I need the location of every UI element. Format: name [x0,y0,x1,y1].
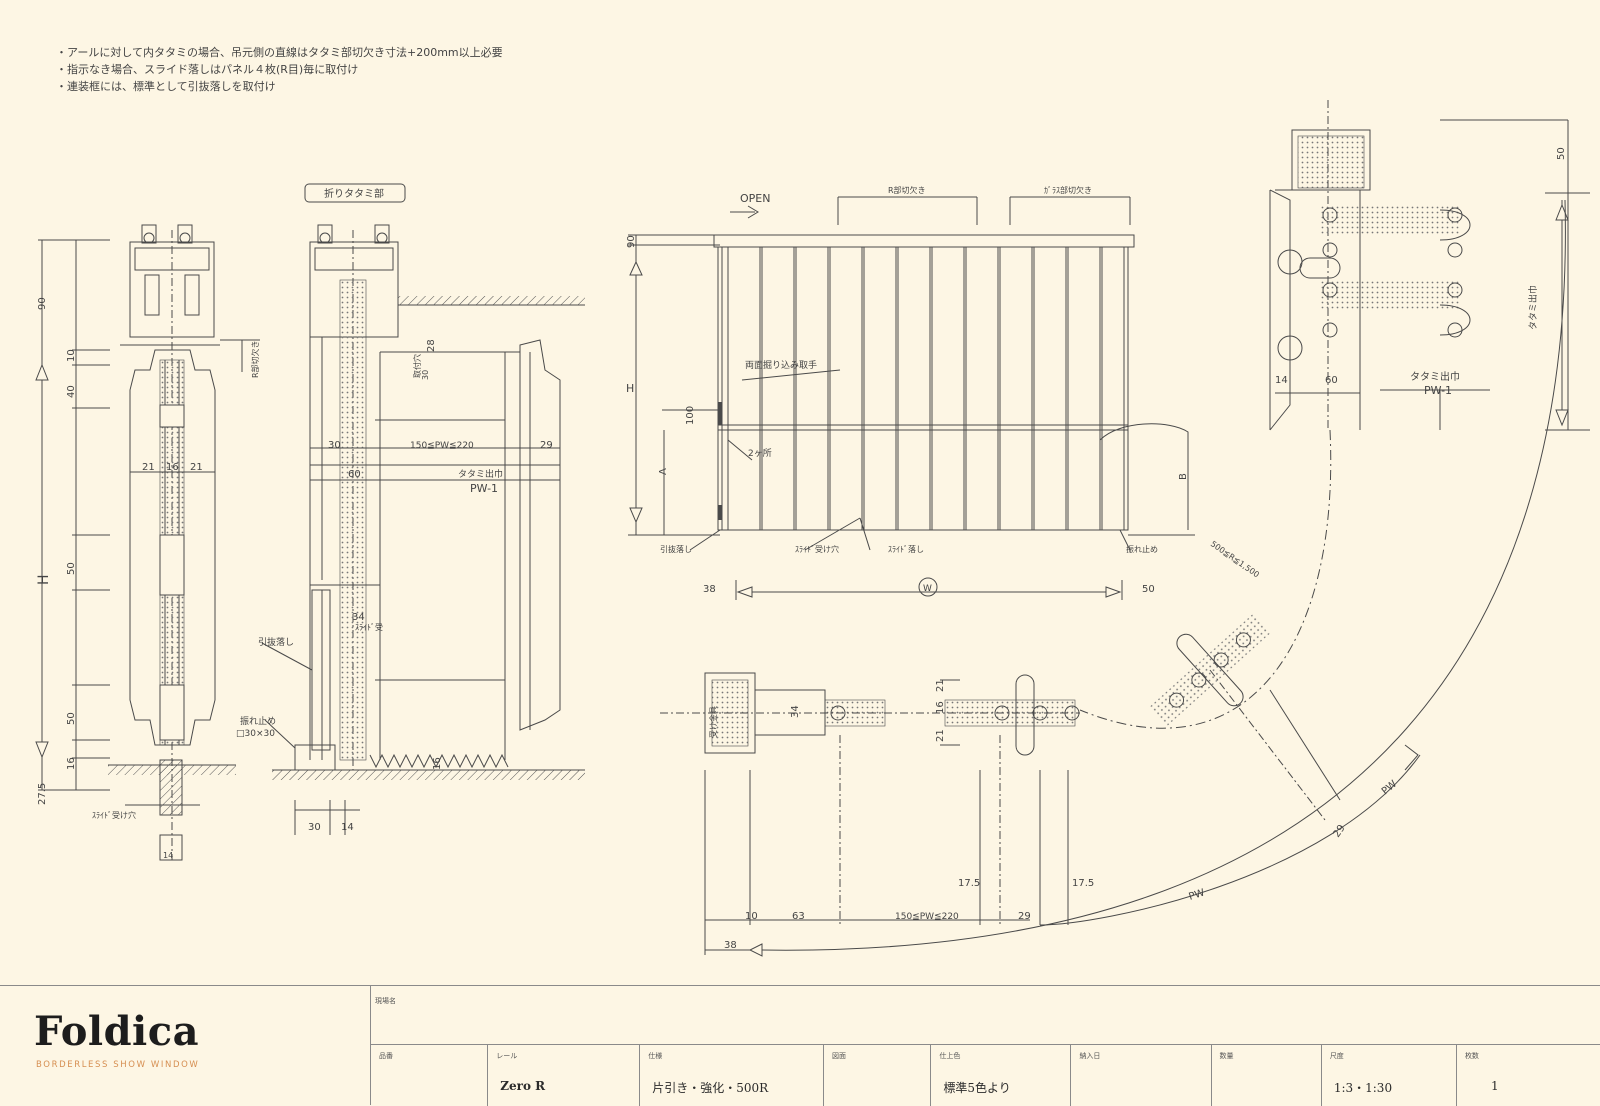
site-name-label: 現場名 [375,997,396,1005]
dim-label: 150≦PW≦220 [895,912,959,922]
dim-label: 30 [421,370,430,380]
dim-label: 16 [935,701,946,714]
dim-label: 14 [163,851,173,860]
note-line: ・連装框には、標準として引抜落しを取付け [56,80,276,93]
dim-label: 10 [745,911,758,922]
tb-cell-rail: レール Zero R [488,1045,641,1106]
callout-label: 両面掘り込み取手 [745,359,817,371]
dim-label: 21 [190,462,203,473]
plan-view [660,100,1590,957]
dim-label: 30 [308,822,321,833]
drawing-labels: 90 10 40 H 50 50 16 27.5 21 16 21 14 R部切… [36,147,1567,951]
dim-label: 21 [142,462,155,473]
callout-label: 振れ止め [240,715,276,727]
callout-label: PW-1 [1424,384,1452,397]
dim-label: 16 [166,462,179,473]
brand-logo: Foldica [34,1008,200,1055]
notes-block: ・アールに対して内タタミの場合、吊元側の直線はタタミ部切欠き寸法+200mm以上… [56,44,503,95]
dim-label: 150≦PW≦220 [410,441,474,451]
dim-label: 500≦R≦1,500 [1209,539,1261,579]
tb-cell-finish: 仕上色 標準5色より [931,1045,1072,1106]
dim-label: 50 [66,712,77,725]
tb-cell-scale: 尺度 1:3・1:30 [1322,1045,1457,1106]
callout-label: 2ヶ所 [748,448,772,459]
note-line: ・指示なき場合、スライド落しはパネル４枚(R目)毎に取付け [56,63,359,76]
dim-label: 90 [626,235,637,248]
dim-label: 38 [703,584,716,595]
tb-cell-quantity: 数量 [1212,1045,1322,1106]
dim-label: 28 [426,339,437,352]
dim-label: H [626,382,634,395]
dim-label: 14 [1275,375,1288,386]
dim-label: 34 [790,705,801,718]
callout-label: 振れ止め [1126,544,1158,554]
section-view-2 [261,183,585,835]
dim-label: 50 [66,562,77,575]
technical-drawing: 90 10 40 H 50 50 16 27.5 21 16 21 14 R部切… [35,100,1590,957]
callout-label: ｽﾗｲﾄﾞ受 [355,622,383,632]
callout-label: タタミ出巾 [1410,370,1460,383]
callout-label: タタミ出巾 [458,468,503,480]
dim-label: 63 [792,911,805,922]
callout-label: 引抜落し [258,636,294,648]
callout-label: ｶﾞﾗｽ部切欠き [1044,185,1092,195]
dim-label: 60 [348,469,361,480]
dim-label: 90 [37,297,48,310]
callout-label: R部切欠き [250,340,260,378]
dim-label: 29 [1018,911,1031,922]
front-elevation [628,196,1195,600]
title-row: 品番 レール Zero R 仕様 片引き・強化・500R 図面 仕上色 標準5色… [371,1044,1600,1106]
tb-cell-part-no: 品番 [371,1045,489,1106]
callout-label: 取付穴 [412,354,422,378]
dim-label: PW [1380,779,1399,798]
callout-label: ｽﾗｲﾄﾞ落し [888,544,924,554]
dim-label: 14 [341,822,354,833]
dim-label: 27.5 [37,783,48,805]
callout-label: R部切欠き [888,185,926,195]
dim-label: 60 [1325,375,1338,386]
callout-label: □30×30 [236,729,275,739]
title-grid: 現場名 品番 レール Zero R 仕様 片引き・強化・500R 図面 仕上色 … [370,986,1600,1106]
dim-label: 100 [685,406,696,425]
tb-cell-drawing: 図面 [824,1045,932,1106]
callout-label: 引抜落し [660,544,692,554]
dim-label: 21 [935,729,946,742]
dim-label: H [36,574,52,585]
dim-label: 17.5 [958,878,980,889]
open-label: OPEN [740,192,770,205]
dim-label: 29 [540,440,553,451]
section-header: 折りタタミ部 [324,187,384,200]
title-block: Foldica BORDERLESS SHOW WINDOW 現場名 品番 レー… [0,985,1600,1106]
dim-label: A [658,468,669,475]
callout-label: タタミ出巾 [1527,285,1539,330]
callout-label: ｽﾗｲﾄﾞ受け穴 [92,810,136,820]
tb-cell-sheets: 枚数 1 [1464,1052,1499,1093]
note-line: ・アールに対して内タタミの場合、吊元側の直線はタタミ部切欠き寸法+200mm以上… [56,46,503,59]
dim-label: 16 [66,757,77,770]
dim-label: 17.5 [1072,878,1094,889]
dim-label: 10 [66,349,77,362]
dim-label: 30 [328,440,341,451]
dim-label: 34 [352,612,365,623]
dim-label: W [923,584,932,594]
dim-label: B [1178,473,1189,480]
dim-label: 16 [432,757,443,770]
dim-label: 50 [1142,584,1155,595]
tb-cell-spec: 仕様 片引き・強化・500R [640,1045,825,1106]
callout-label: 受け金具 [708,706,718,738]
dim-label: 50 [1556,147,1567,160]
dim-label: 21 [935,679,946,692]
brand-tagline: BORDERLESS SHOW WINDOW [36,1060,200,1070]
tb-cell-delivery: 納入日 [1071,1045,1212,1106]
dim-label: 40 [66,385,77,398]
callout-label: PW-1 [470,482,498,495]
dim-label: 38 [724,940,737,951]
section-view-1 [35,224,260,861]
callout-label: ｽﾗｲﾄﾞ受け穴 [795,544,839,554]
dim-label: PW [1188,887,1207,902]
